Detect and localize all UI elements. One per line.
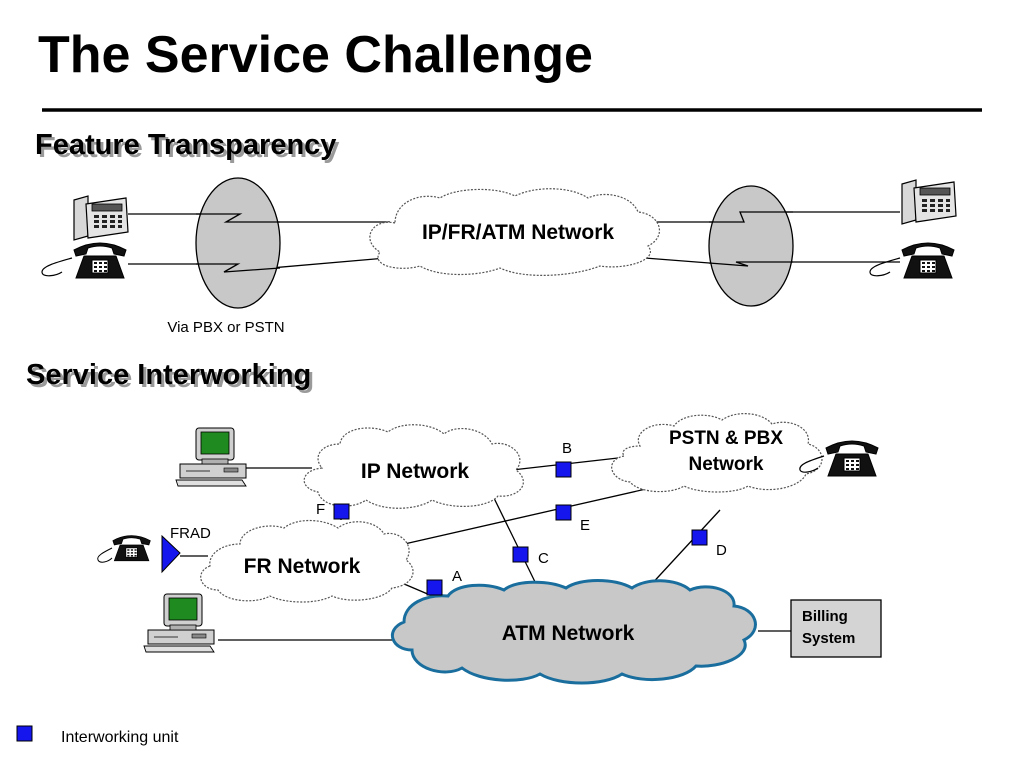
unit-label-a: A — [452, 568, 462, 585]
phone-cord-icon — [97, 547, 113, 563]
link-line-over — [709, 211, 793, 223]
fr-network-label: FR Network — [244, 555, 361, 578]
pbx-caption: Via PBX or PSTN — [167, 319, 284, 336]
interworking-unit-d — [691, 529, 708, 546]
unit-label-f: F — [316, 501, 325, 518]
ip-fr-atm-cloud — [369, 188, 660, 276]
feature-transparency-heading-shadow: Feature Transparency — [38, 132, 339, 164]
interworking-unit-c — [512, 546, 529, 563]
link-line-over — [708, 261, 793, 267]
interworking-unit-f — [333, 503, 350, 520]
computer-icon — [143, 593, 215, 653]
pstn-network-label-line1: PSTN & PBX — [669, 428, 783, 449]
unit-label-b: B — [562, 440, 572, 457]
unit-label-e: E — [580, 517, 590, 534]
ip-fr-atm-network-label: IP/FR/ATM Network — [422, 221, 614, 244]
unit-label-c: C — [538, 550, 549, 567]
frad-device-icon — [161, 534, 181, 574]
link-line — [491, 493, 539, 589]
service-interworking-diagram: IP Network PSTN & PBX Network FR Network… — [97, 413, 882, 685]
desk-phone-icon — [901, 179, 957, 225]
interworking-unit-a — [426, 579, 443, 596]
phone-cord-icon — [869, 257, 901, 277]
billing-label-line1: Billing — [802, 608, 848, 625]
legend: Interworking unit — [16, 725, 179, 746]
pstn-network-label-line2: Network — [689, 454, 764, 475]
frad-label: FRAD — [170, 525, 211, 542]
pbx-ellipse-left — [195, 177, 281, 309]
phone-cord-icon — [41, 257, 73, 277]
link-line-over — [196, 263, 281, 273]
telephone-icon — [112, 535, 151, 562]
telephone-icon — [901, 242, 955, 279]
interworking-unit-b — [555, 461, 572, 478]
phone-cord-icon — [799, 455, 825, 473]
service-interworking-heading-shadow: Service Interworking — [29, 362, 314, 394]
atm-network-label: ATM Network — [502, 622, 635, 645]
billing-system-box — [790, 599, 882, 658]
legend-label: Interworking unit — [61, 729, 179, 746]
legend-interworking-unit-swatch — [16, 725, 33, 742]
atm-network-cloud — [390, 579, 757, 685]
link-line — [399, 483, 669, 546]
unit-label-d: D — [716, 542, 727, 559]
billing-label-line2: System — [802, 630, 855, 647]
feature-transparency-diagram: IP/FR/ATM Network Via PBX or PSTN — [41, 177, 957, 336]
fr-network-cloud — [200, 519, 414, 603]
computer-icon — [175, 427, 247, 487]
ip-network-cloud — [303, 424, 524, 509]
pstn-pbx-cloud — [611, 413, 823, 493]
link-line — [647, 509, 721, 589]
feature-transparency-heading: Feature Transparency — [35, 129, 336, 161]
ip-network-label: IP Network — [361, 460, 469, 483]
interworking-unit-e — [555, 504, 572, 521]
telephone-icon — [73, 242, 127, 279]
slide-title: The Service Challenge — [38, 26, 593, 84]
service-interworking-heading: Service Interworking — [26, 359, 311, 391]
link-line-over — [196, 213, 280, 223]
desk-phone-icon — [73, 195, 129, 241]
pbx-ellipse-right — [708, 185, 794, 307]
telephone-icon — [825, 440, 879, 477]
